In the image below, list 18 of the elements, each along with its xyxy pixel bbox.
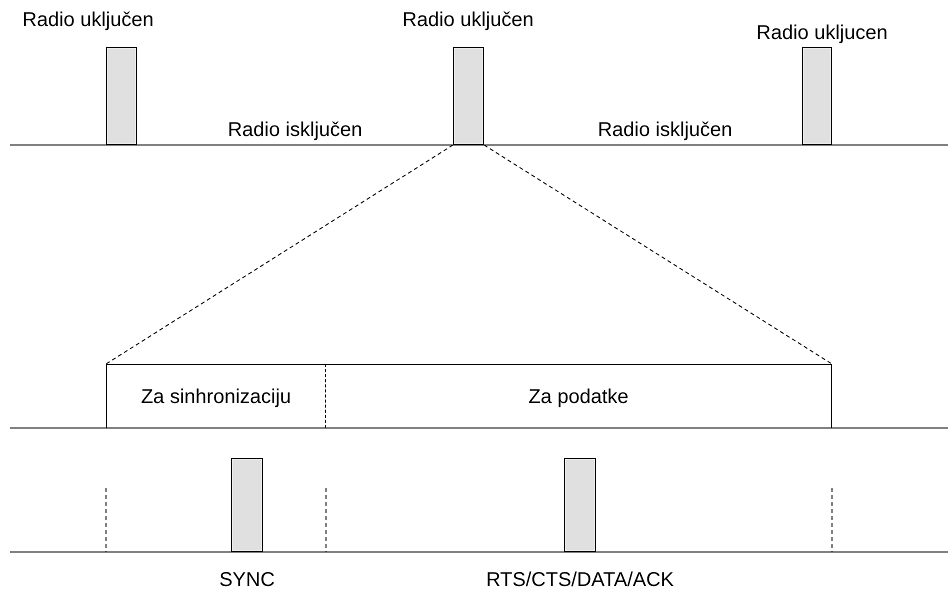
state-label: Radio isključen — [598, 120, 732, 140]
frame-segment — [326, 364, 832, 428]
dashed-connector — [484, 144, 832, 364]
state-label: Radio ukljucen — [756, 23, 888, 43]
state-label: Radio isključen — [228, 120, 362, 140]
segment-label: Za sinhronizaciju — [140, 384, 292, 410]
pulse-bar — [106, 47, 137, 145]
state-label: Radio uključen — [402, 10, 534, 30]
state-label: Radio uključen — [22, 10, 154, 30]
state-label: RTS/CTS/DATA/ACK — [486, 570, 674, 590]
state-label: SYNC — [219, 570, 275, 590]
pulse-bar — [564, 458, 596, 552]
frame-segment — [106, 364, 326, 428]
pulse-bar — [453, 47, 484, 145]
pulse-bar — [231, 458, 263, 552]
segment-label: Za podatke — [528, 384, 629, 410]
dashed-connector — [106, 144, 454, 364]
pulse-bar — [802, 47, 832, 145]
